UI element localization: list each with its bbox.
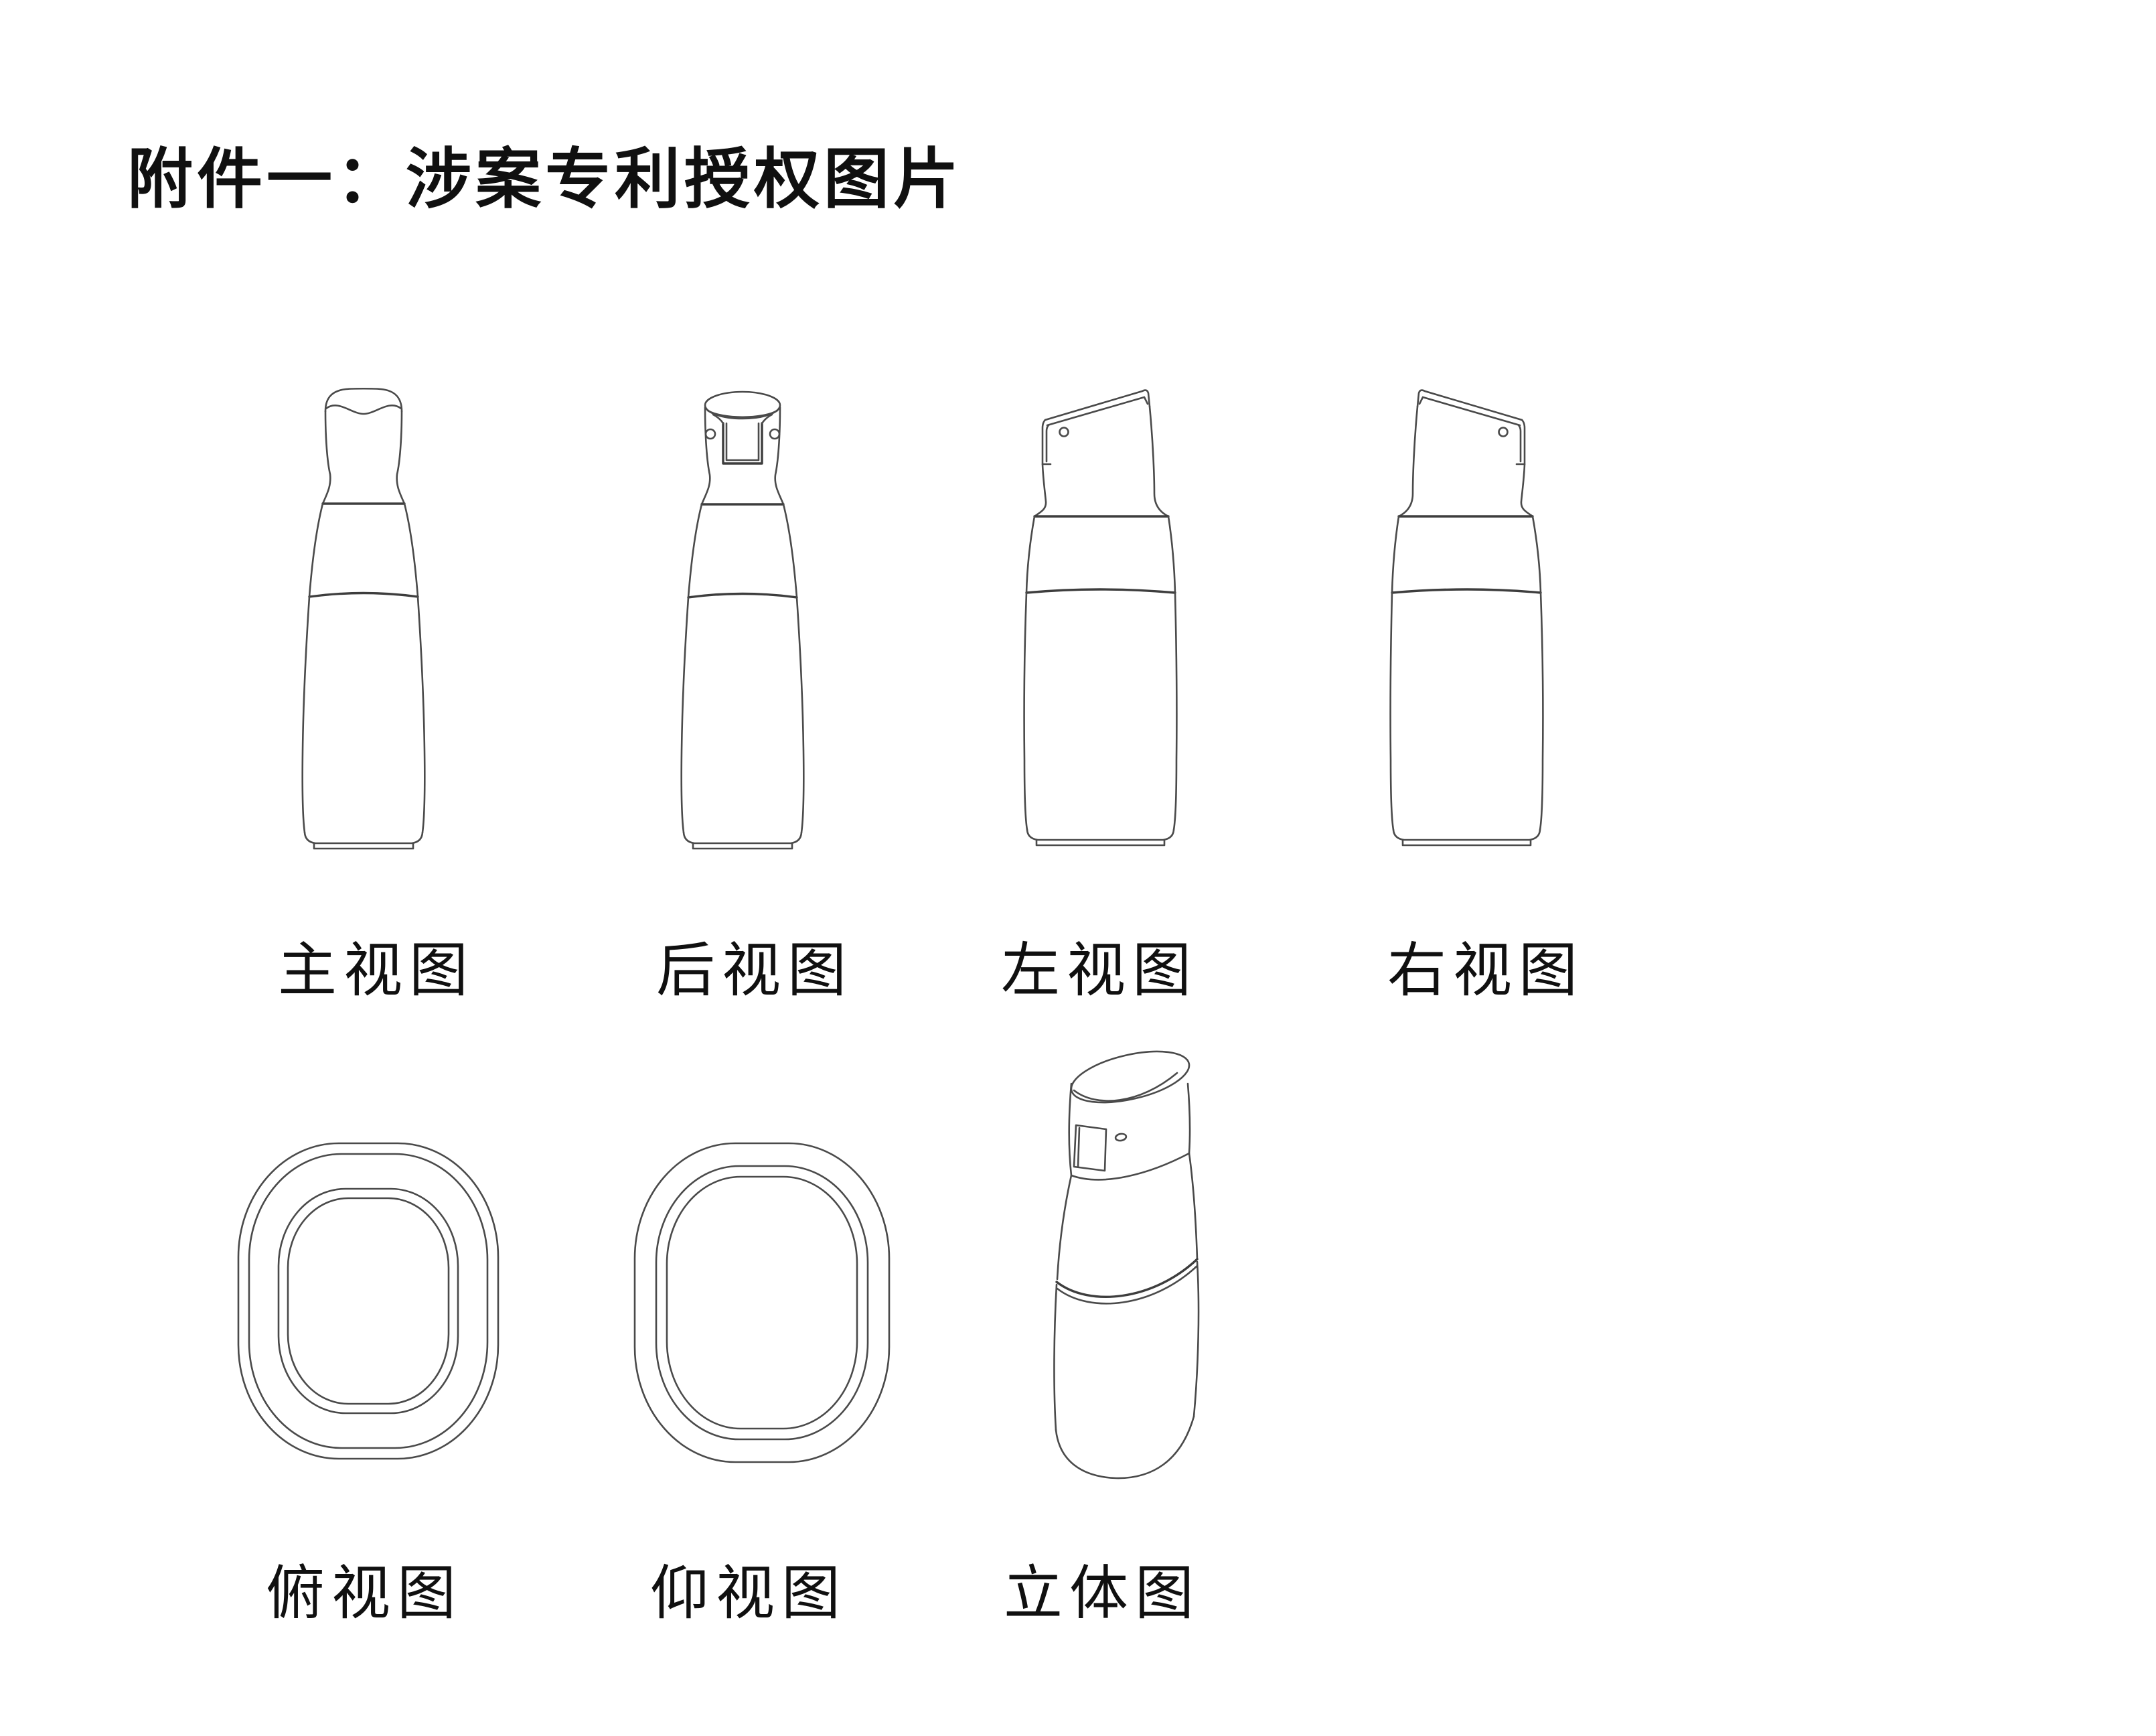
perspective-view-drawing <box>1053 1050 1200 1479</box>
left-view-figure <box>1016 378 1183 857</box>
perspective-view-figure <box>1039 1038 1200 1500</box>
rear-view-label: 后视图 <box>656 939 853 1004</box>
top-view-drawing <box>237 1142 499 1460</box>
bottom-view-drawing <box>633 1142 891 1463</box>
front-view-figure <box>295 379 436 857</box>
right-view-label: 右视图 <box>1387 939 1584 1004</box>
page-title: 附件一：涉案专利授权图片 <box>127 144 964 216</box>
right-view-figure <box>1384 378 1551 857</box>
right-view-drawing <box>1389 389 1544 847</box>
front-view-drawing <box>301 387 426 850</box>
bottom-view-figure <box>632 1141 892 1465</box>
left-view-label: 左视图 <box>1000 939 1198 1004</box>
front-view-label: 主视图 <box>277 939 475 1004</box>
top-view-figure <box>236 1141 501 1461</box>
rear-view-drawing <box>680 390 805 850</box>
top-view-label: 俯视图 <box>265 1562 463 1627</box>
left-view-drawing <box>1023 389 1178 847</box>
bottom-view-label: 仰视图 <box>649 1562 847 1627</box>
perspective-view-label: 立体图 <box>1003 1562 1201 1627</box>
rear-view-figure <box>674 379 815 857</box>
